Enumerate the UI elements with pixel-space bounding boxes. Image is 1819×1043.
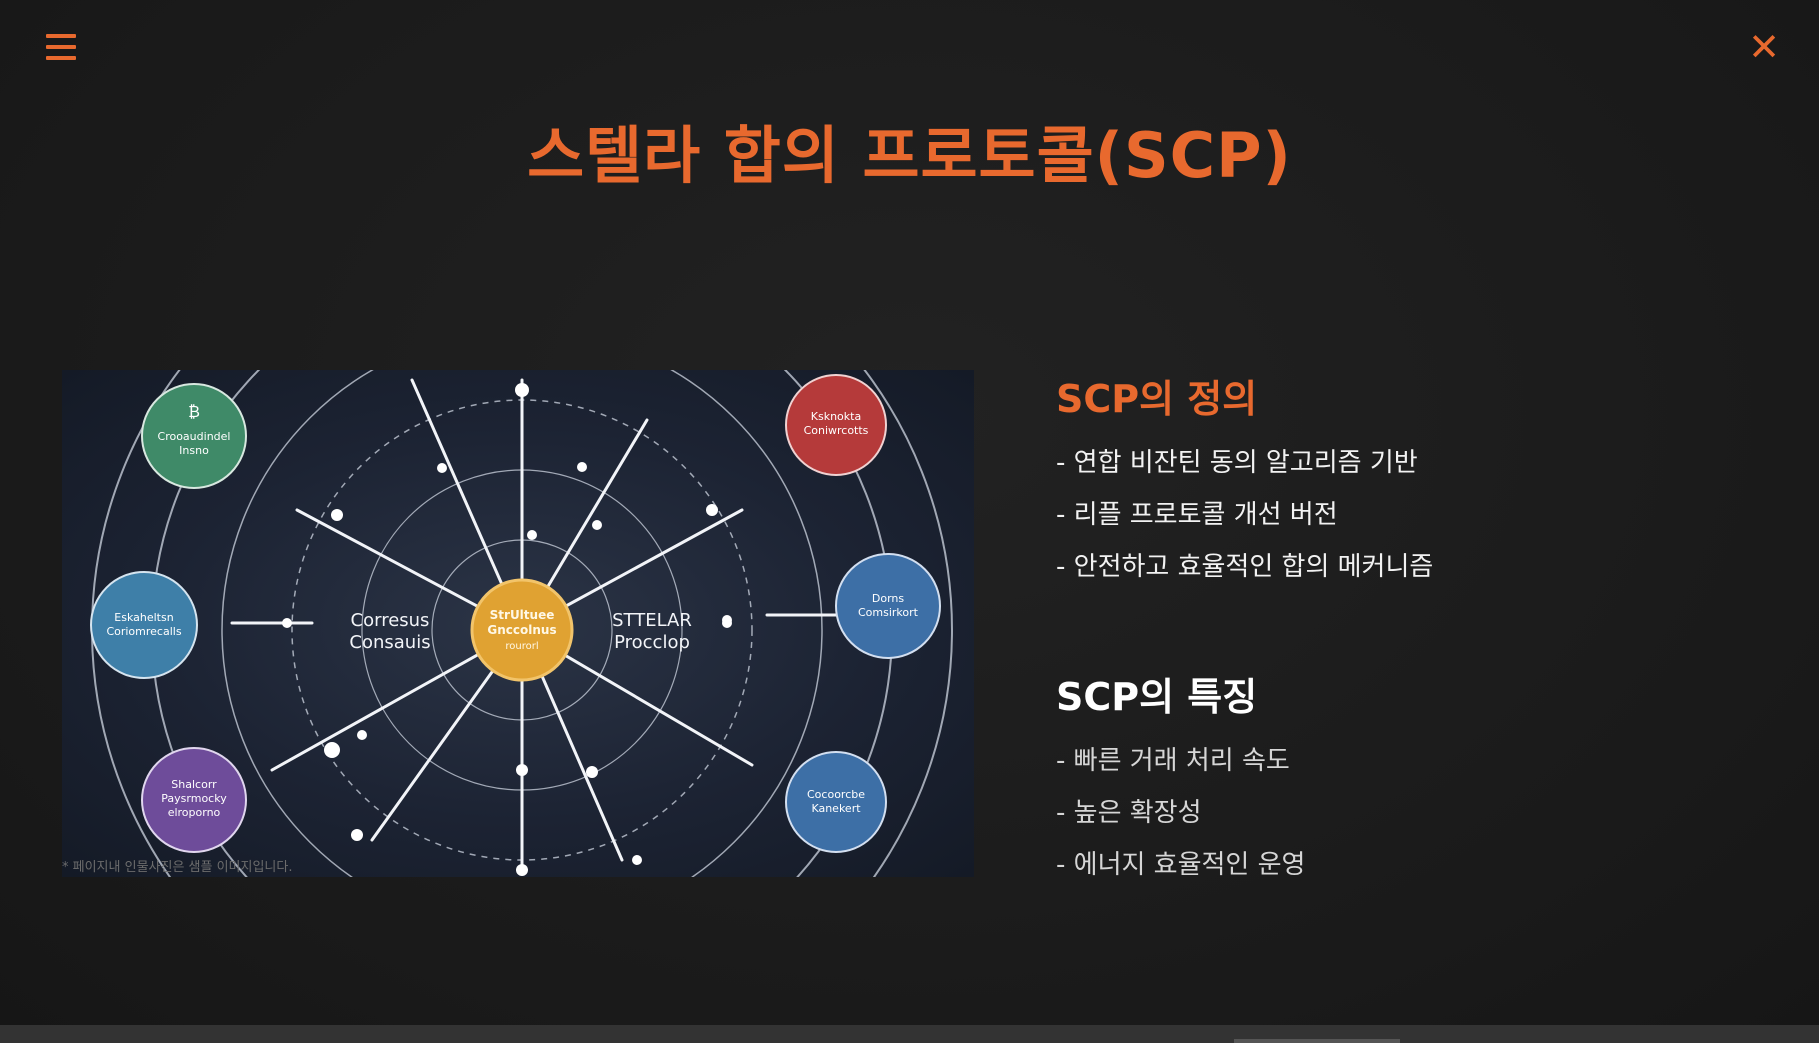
node-bottom-left-line-3: elroporno bbox=[168, 806, 221, 819]
node-top-right-line-1: Ksknokta bbox=[811, 410, 861, 423]
node-top-left-line-1: Crooaudindel bbox=[158, 430, 231, 443]
node-middle-right: Dorns Comsirkort bbox=[835, 553, 941, 659]
node-bottom-left-line-1: Shalcorr bbox=[171, 778, 217, 791]
node-top-left-line-2: Insno bbox=[179, 444, 209, 457]
node-middle-right-line-2: Comsirkort bbox=[858, 606, 919, 619]
node-middle-left: Eskaheltsn Coriomrecalls bbox=[90, 571, 198, 679]
right-label-line-1: STTELAR bbox=[612, 610, 692, 631]
node-bottom-right-line-2: Kanekert bbox=[811, 802, 861, 815]
definition-list: - 연합 비잔틴 동의 알고리즘 기반 - 리플 프로토콜 개선 버전 - 안전… bbox=[1056, 437, 1433, 593]
node-top-left: ₿ Crooaudindel Insno bbox=[141, 383, 247, 489]
close-icon[interactable]: ✕ bbox=[1748, 25, 1780, 69]
network-diagram-svg: StrUltuee Gnccolnus rourorl Corresus Con… bbox=[90, 370, 953, 877]
features-list: - 빠른 거래 처리 속도 - 높은 확장성 - 에너지 효율적인 운영 bbox=[1056, 735, 1305, 891]
features-section: SCP의 특징 - 빠른 거래 처리 속도 - 높은 확장성 - 에너지 효율적… bbox=[1056, 666, 1305, 891]
features-heading: SCP의 특징 bbox=[1056, 675, 1258, 719]
node-bottom-right: Cocoorcbe Kanekert bbox=[785, 751, 887, 853]
list-item: - 리플 프로토콜 개선 버전 bbox=[1056, 500, 1338, 530]
node-top-right-line-2: Coniwrcotts bbox=[804, 424, 869, 437]
scp-network-illustration: StrUltuee Gnccolnus rourorl Corresus Con… bbox=[62, 370, 974, 877]
left-label-line-1: Corresus bbox=[351, 610, 430, 631]
center-node-line-2: Gnccolnus bbox=[487, 623, 556, 637]
bottom-bar bbox=[0, 1025, 1819, 1043]
node-top-right: Ksknokta Coniwrcotts bbox=[785, 374, 887, 476]
list-item: - 연합 비잔틴 동의 알고리즘 기반 bbox=[1056, 448, 1418, 478]
center-node: StrUltuee Gnccolnus rourorl bbox=[470, 578, 574, 682]
page-title: 스텔라 합의 프로토콜(SCP) bbox=[527, 119, 1292, 192]
scroll-indicator[interactable] bbox=[1234, 1039, 1400, 1043]
list-item: - 높은 확장성 bbox=[1056, 798, 1202, 828]
image-caption: * 페이지내 인물사진은 샘플 이미지입니다. bbox=[62, 860, 293, 875]
node-middle-left-line-1: Eskaheltsn bbox=[114, 611, 173, 624]
node-bottom-right-line-1: Cocoorcbe bbox=[807, 788, 865, 801]
center-node-line-3: rourorl bbox=[505, 641, 538, 652]
node-middle-left-line-2: Coriomrecalls bbox=[106, 625, 181, 638]
node-bottom-left-line-2: Paysrmocky bbox=[161, 792, 227, 805]
list-item: - 빠른 거래 처리 속도 bbox=[1056, 746, 1290, 776]
list-item: - 안전하고 효율적인 합의 메커니즘 bbox=[1056, 552, 1434, 582]
definition-heading: SCP의 정의 bbox=[1056, 377, 1258, 421]
node-bottom-left: Shalcorr Paysrmocky elroporno bbox=[141, 747, 247, 853]
center-node-line-1: StrUltuee bbox=[490, 608, 555, 622]
definition-section: SCP의 정의 - 연합 비잔틴 동의 알고리즘 기반 - 리플 프로토콜 개선… bbox=[1056, 368, 1433, 593]
right-label-line-2: Procclop bbox=[614, 632, 690, 653]
hamburger-menu-icon[interactable] bbox=[46, 34, 78, 64]
svg-text:₿: ₿ bbox=[188, 402, 200, 421]
left-label-line-2: Consauis bbox=[349, 632, 430, 653]
list-item: - 에너지 효율적인 운영 bbox=[1056, 850, 1306, 880]
node-middle-right-line-1: Dorns bbox=[872, 592, 905, 605]
